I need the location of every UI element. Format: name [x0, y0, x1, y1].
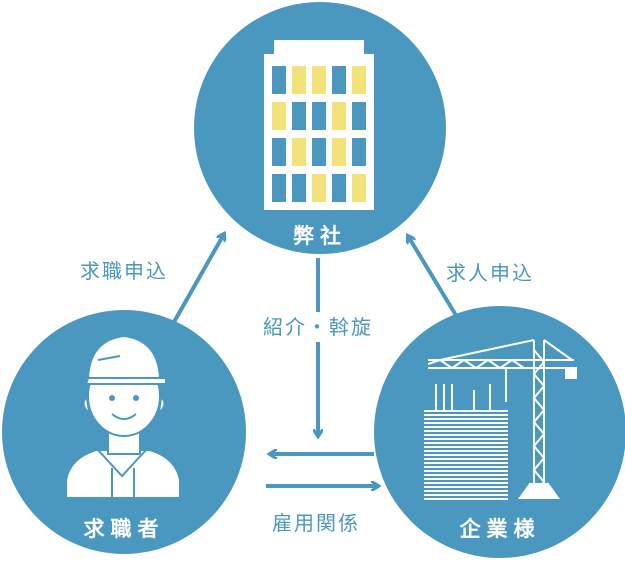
employer-application-label: 求人申込: [446, 261, 534, 285]
building-window: [272, 138, 286, 166]
building-floor-line: [424, 422, 508, 424]
building-window: [312, 174, 326, 202]
building-window: [272, 174, 286, 202]
arrow-employer-to-company: [408, 236, 462, 324]
building-floor-line: [424, 486, 508, 488]
building-floor-line: [424, 430, 508, 432]
building-window: [292, 66, 306, 94]
building-floor-line: [424, 450, 508, 452]
building-floor-line: [424, 426, 508, 428]
seeker-application-label: 求職申込: [80, 259, 168, 283]
employer-label: 企業様: [459, 517, 541, 541]
building-floor-line: [424, 414, 508, 416]
building-under-construction: [424, 384, 508, 500]
building-window: [352, 102, 366, 130]
building-floor-line: [424, 442, 508, 444]
building-floor-line: [424, 438, 508, 440]
introduction-label: 紹介・斡旋: [263, 315, 373, 339]
building-floor-line: [424, 490, 508, 492]
building-floor-line: [424, 454, 508, 456]
building-window: [332, 174, 346, 202]
building-window: [332, 138, 346, 166]
building-floor-line: [424, 478, 508, 480]
employment-relationship-label: 雇用関係: [272, 511, 360, 535]
arrow-seeker-to-company: [172, 234, 224, 323]
job-seeker-label: 求職者: [84, 517, 165, 541]
building-floor-line: [424, 498, 508, 500]
construction-crane-icon: [427, 339, 577, 499]
building-window: [312, 138, 326, 166]
building-floor-line: [424, 434, 508, 436]
building-window: [352, 138, 366, 166]
building-window: [312, 66, 326, 94]
building-window: [292, 138, 306, 166]
building-window: [272, 102, 286, 130]
building-window: [352, 174, 366, 202]
building-window: [292, 102, 306, 130]
building-window: [292, 174, 306, 202]
company-label: 弊社: [293, 224, 347, 248]
building-floor-line: [424, 410, 508, 412]
office-building-icon: [264, 40, 374, 210]
building-window: [352, 66, 366, 94]
building-window: [312, 102, 326, 130]
building-floor-line: [424, 466, 508, 468]
building-floor-line: [424, 418, 508, 420]
building-floor-line: [424, 462, 508, 464]
building-floor-line: [424, 446, 508, 448]
building-window: [332, 66, 346, 94]
building-floor-line: [424, 482, 508, 484]
building-window: [272, 66, 286, 94]
building-floor-line: [424, 470, 508, 472]
building-floor-line: [424, 494, 508, 496]
building-floor-line: [424, 458, 508, 460]
worker-icon: [65, 334, 181, 499]
building-window: [332, 102, 346, 130]
building-floor-line: [424, 474, 508, 476]
